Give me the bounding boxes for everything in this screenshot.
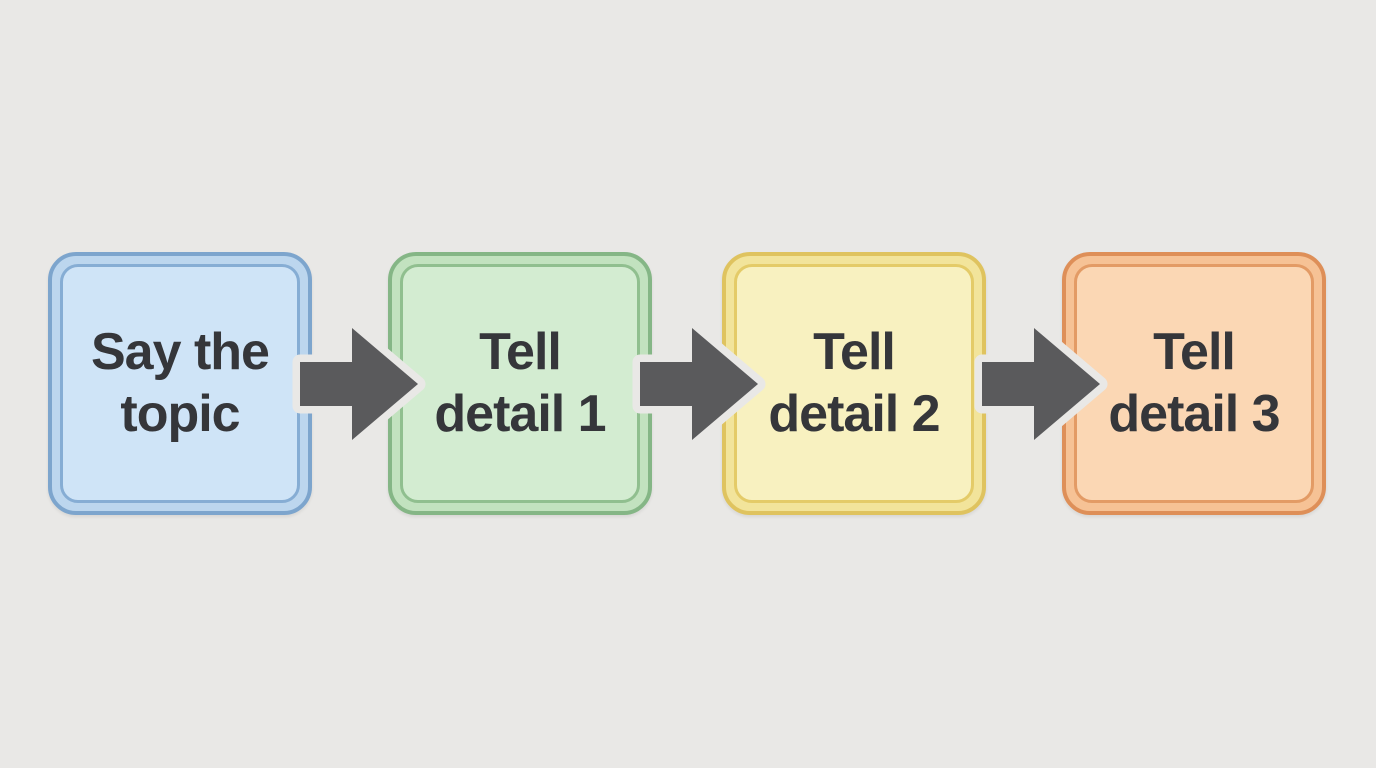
step-box-tell-detail-3: Tell detail 3 (1062, 252, 1326, 515)
step-label-line-1: Say the (91, 323, 270, 382)
step-label-line-2: topic (120, 384, 240, 443)
step-label-line-2: detail 3 (1108, 384, 1280, 443)
step-box-tell-detail-2: Tell detail 2 (722, 252, 986, 515)
step-label: Tell detail 3 (1108, 322, 1280, 445)
step-label-line-1: Tell (479, 323, 562, 382)
step-box-inner-panel: Say the topic (60, 264, 300, 503)
step-label-line-2: detail 1 (434, 384, 606, 443)
step-label: Say the topic (91, 322, 270, 445)
step-box-tell-detail-1: Tell detail 1 (388, 252, 652, 515)
step-label: Tell detail 2 (768, 322, 940, 445)
step-box-inner-panel: Tell detail 1 (400, 264, 640, 503)
step-box-inner-panel: Tell detail 2 (734, 264, 974, 503)
step-box-say-the-topic: Say the topic (48, 252, 312, 515)
step-label: Tell detail 1 (434, 322, 606, 445)
step-label-line-2: detail 2 (768, 384, 940, 443)
step-box-inner-panel: Tell detail 3 (1074, 264, 1314, 503)
step-label-line-1: Tell (813, 323, 896, 382)
step-label-line-1: Tell (1153, 323, 1236, 382)
